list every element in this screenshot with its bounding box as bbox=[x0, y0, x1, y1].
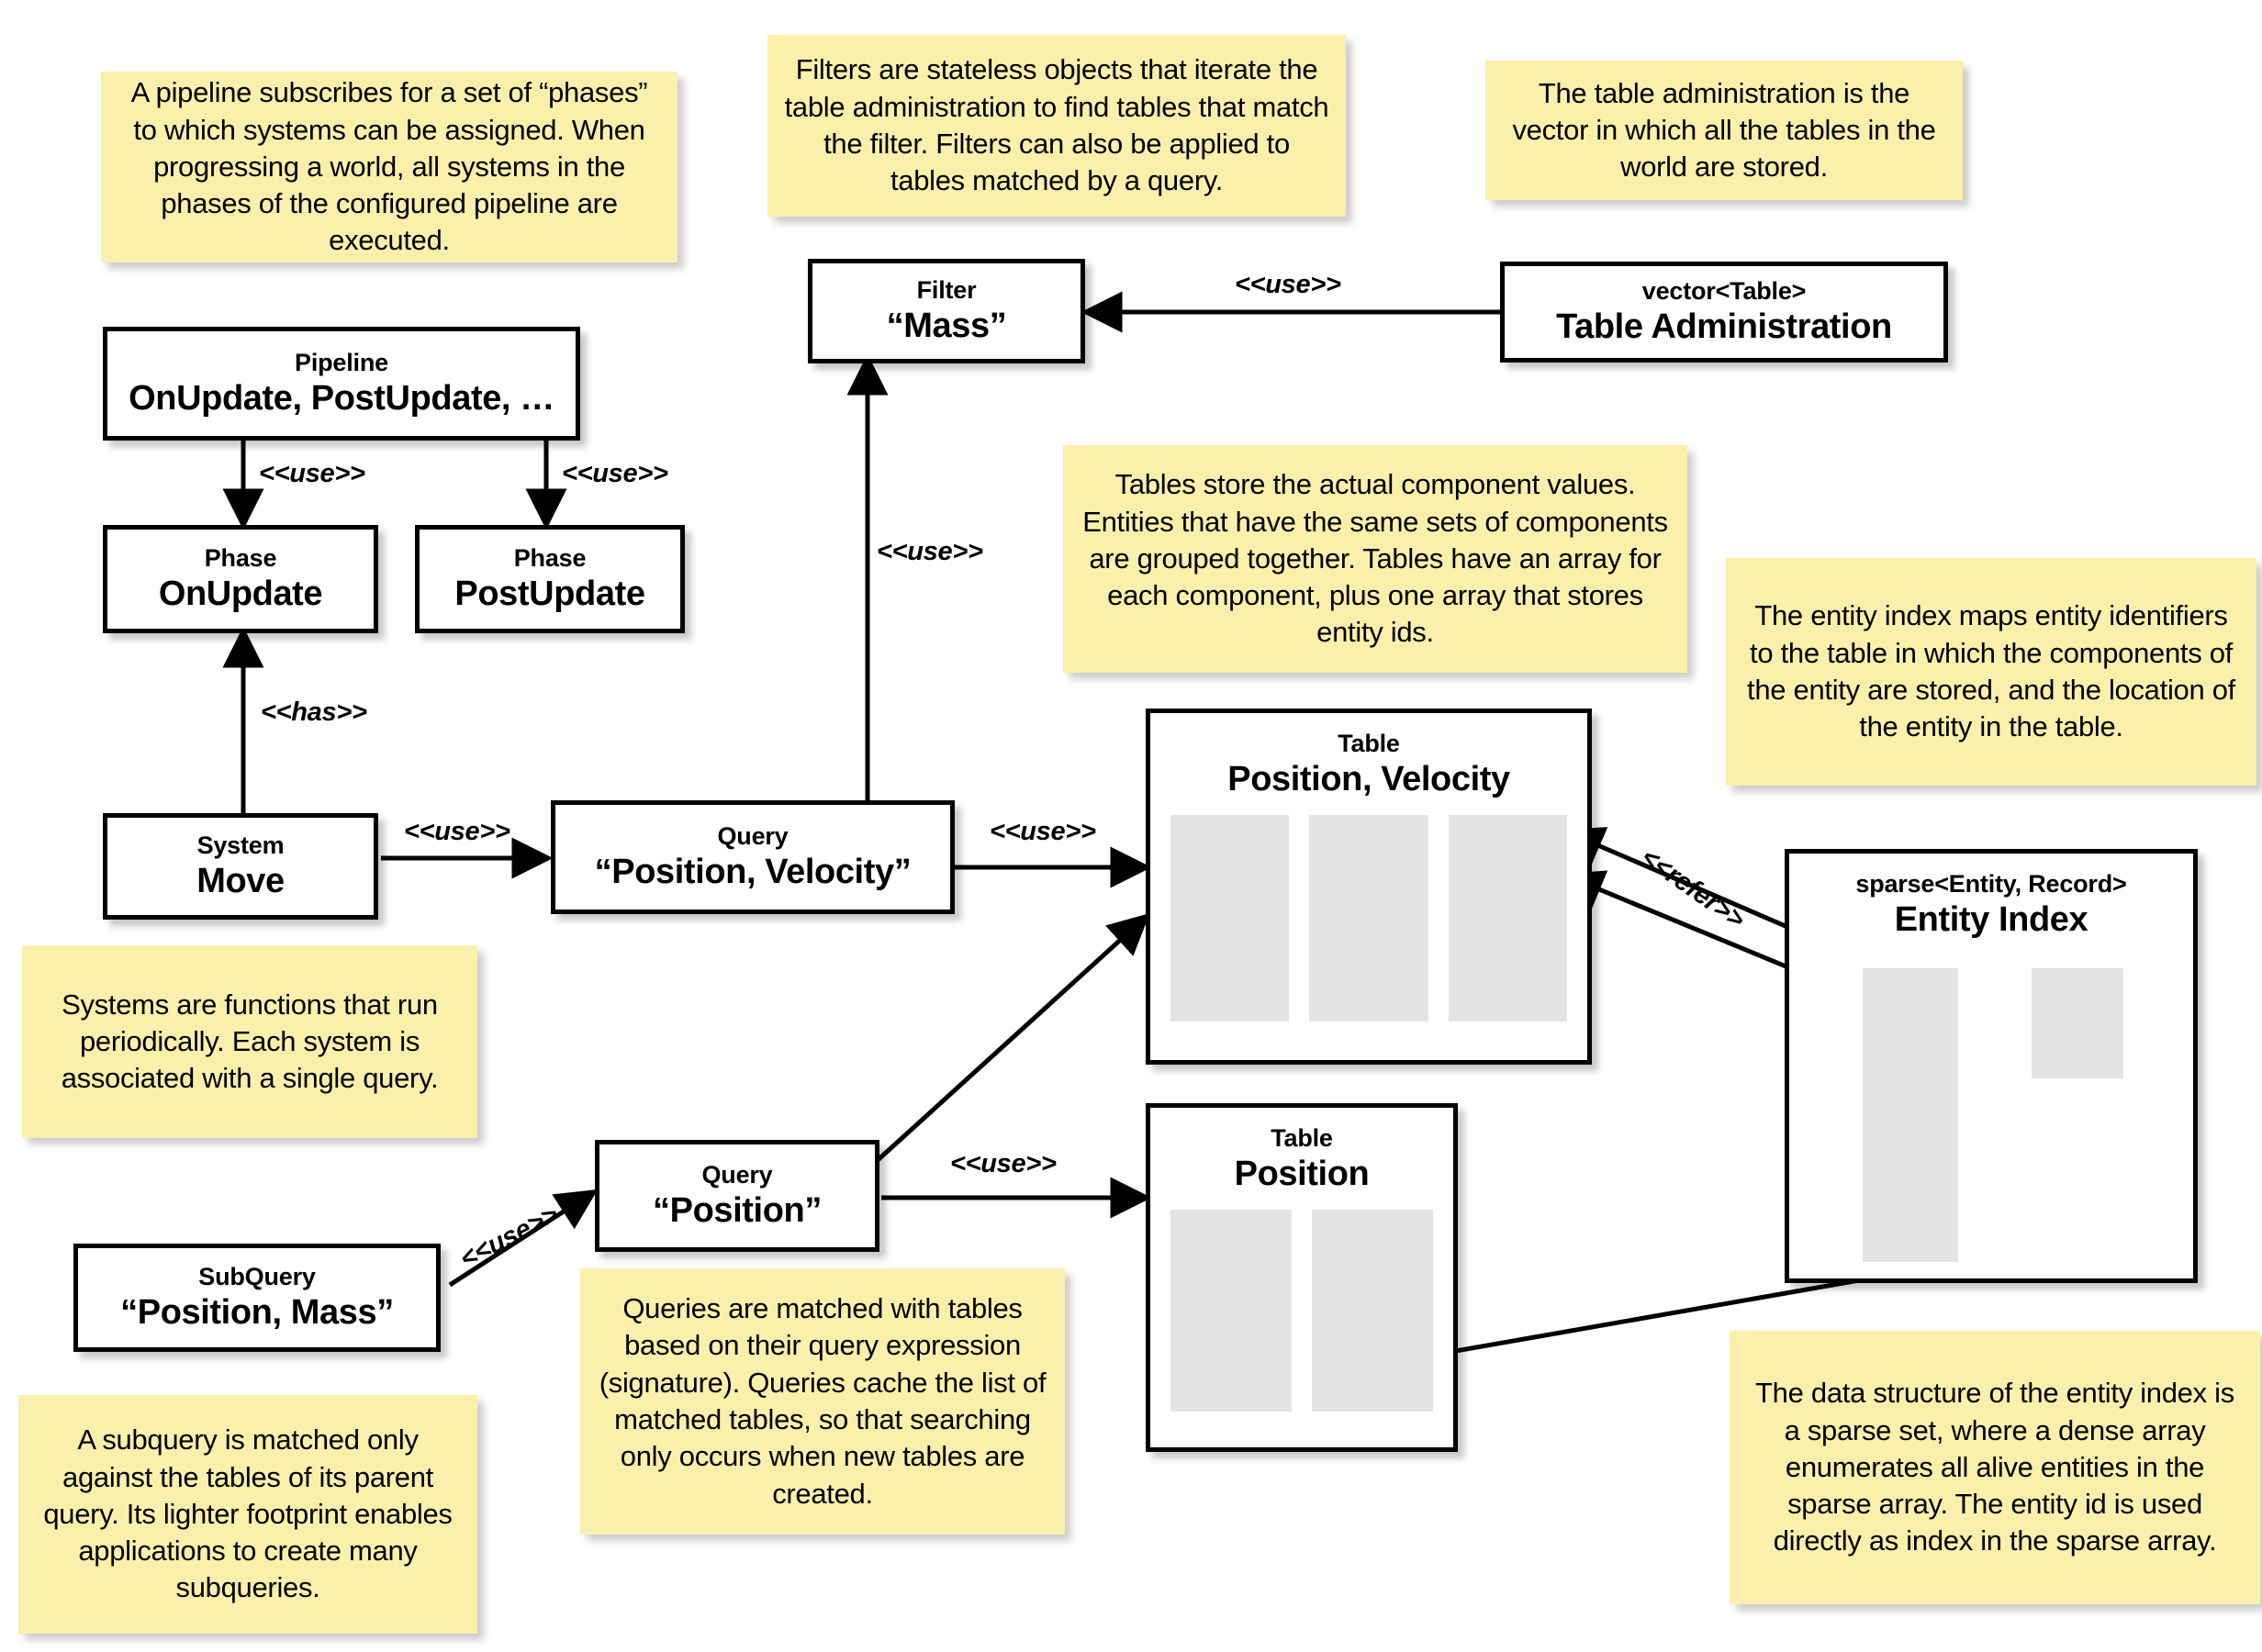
node-subquery-position-mass-name: “Position, Mass” bbox=[120, 1292, 394, 1332]
node-phase-onupdate-stereotype: Phase bbox=[204, 543, 277, 572]
entity-index-dense-array bbox=[2032, 968, 2123, 1078]
node-entity-index-name: Entity Index bbox=[1894, 900, 2088, 940]
note-systems: Systems are functions that run periodica… bbox=[22, 945, 477, 1138]
node-pipeline-stereotype: Pipeline bbox=[295, 348, 388, 376]
edge-label-system-phase: <<has>> bbox=[261, 698, 367, 727]
node-filter-mass[interactable]: Filter “Mass” bbox=[808, 259, 1085, 363]
edge-label-querypos-table: <<use>> bbox=[950, 1149, 1057, 1178]
edge-label-admin-filter: <<use>> bbox=[1235, 270, 1341, 299]
note-pipeline: A pipeline subscribes for a set of “phas… bbox=[101, 72, 677, 262]
node-table-position[interactable]: Table Position bbox=[1146, 1103, 1458, 1452]
note-tables: Tables store the actual component values… bbox=[1063, 445, 1687, 673]
node-subquery-position-mass[interactable]: SubQuery “Position, Mass” bbox=[73, 1244, 441, 1352]
node-table-administration-stereotype: vector<Table> bbox=[1641, 276, 1807, 305]
node-entity-index-stereotype: sparse<Entity, Record> bbox=[1855, 870, 2127, 898]
node-phase-postupdate-name: PostUpdate bbox=[454, 574, 645, 613]
node-table-position-stereotype: Table bbox=[1271, 1124, 1333, 1152]
note-entity-index: The entity index maps entity identifiers… bbox=[1726, 558, 2256, 786]
edge-label-query-filter: <<use>> bbox=[877, 537, 983, 566]
node-phase-onupdate[interactable]: Phase OnUpdate bbox=[103, 525, 378, 633]
node-system-move[interactable]: System Move bbox=[103, 813, 378, 920]
node-phase-onupdate-name: OnUpdate bbox=[158, 574, 323, 613]
node-query-position-velocity-name: “Position, Velocity” bbox=[594, 852, 912, 891]
node-query-position-velocity[interactable]: Query “Position, Velocity” bbox=[551, 800, 955, 914]
edge-label-queryposvel-table: <<use>> bbox=[990, 817, 1096, 846]
edge-label-subquery-query: <<use>> bbox=[455, 1200, 564, 1275]
node-system-move-stereotype: System bbox=[196, 831, 285, 859]
table-column bbox=[1312, 1209, 1433, 1412]
edge-label-system-query: <<use>> bbox=[404, 817, 510, 846]
node-phase-postupdate-stereotype: Phase bbox=[513, 543, 587, 572]
node-subquery-position-mass-stereotype: SubQuery bbox=[198, 1262, 316, 1290]
table-column bbox=[1309, 814, 1428, 1021]
node-filter-mass-name: “Mass” bbox=[886, 306, 1007, 345]
edge-label-pipeline-postupdate: <<use>> bbox=[562, 459, 668, 488]
note-sparse-set: The data structure of the entity index i… bbox=[1730, 1331, 2260, 1604]
node-filter-mass-stereotype: Filter bbox=[916, 275, 977, 304]
node-table-position-velocity-name: Position, Velocity bbox=[1227, 760, 1510, 799]
note-queries: Queries are matched with tables based on… bbox=[580, 1268, 1065, 1535]
node-table-position-velocity[interactable]: Table Position, Velocity bbox=[1146, 709, 1592, 1065]
node-table-administration[interactable]: vector<Table> Table Administration bbox=[1500, 262, 1948, 363]
node-query-position-name: “Position” bbox=[653, 1190, 822, 1230]
edge-label-index-refer: <<refer>> bbox=[1635, 843, 1751, 935]
node-pipeline-name: OnUpdate, PostUpdate, … bbox=[129, 378, 554, 418]
node-query-position-stereotype: Query bbox=[701, 1160, 773, 1189]
table-column bbox=[1448, 814, 1567, 1021]
node-phase-postupdate[interactable]: Phase PostUpdate bbox=[415, 525, 685, 633]
node-table-administration-name: Table Administration bbox=[1556, 307, 1892, 346]
table-position-velocity-columns bbox=[1150, 814, 1587, 1021]
note-filters: Filters are stateless objects that itera… bbox=[767, 35, 1346, 217]
node-system-move-name: Move bbox=[196, 861, 285, 900]
node-table-position-velocity-stereotype: Table bbox=[1338, 730, 1400, 757]
entity-index-sparse-array bbox=[1863, 968, 1958, 1262]
edge-querypos-tableposvel bbox=[875, 912, 1150, 1163]
node-entity-index[interactable]: sparse<Entity, Record> Entity Index bbox=[1785, 849, 2198, 1283]
table-position-columns bbox=[1150, 1209, 1453, 1412]
table-column bbox=[1170, 1209, 1292, 1412]
node-query-position[interactable]: Query “Position” bbox=[595, 1140, 879, 1252]
node-pipeline[interactable]: Pipeline OnUpdate, PostUpdate, … bbox=[103, 327, 580, 441]
note-subquery: A subquery is matched only against the t… bbox=[18, 1395, 477, 1634]
node-query-position-velocity-stereotype: Query bbox=[717, 821, 789, 850]
edge-label-pipeline-onupdate: <<use>> bbox=[259, 459, 365, 488]
table-column bbox=[1170, 814, 1290, 1021]
note-table-admin: The table administration is the vector i… bbox=[1485, 61, 1963, 200]
node-table-position-name: Position bbox=[1234, 1155, 1370, 1194]
